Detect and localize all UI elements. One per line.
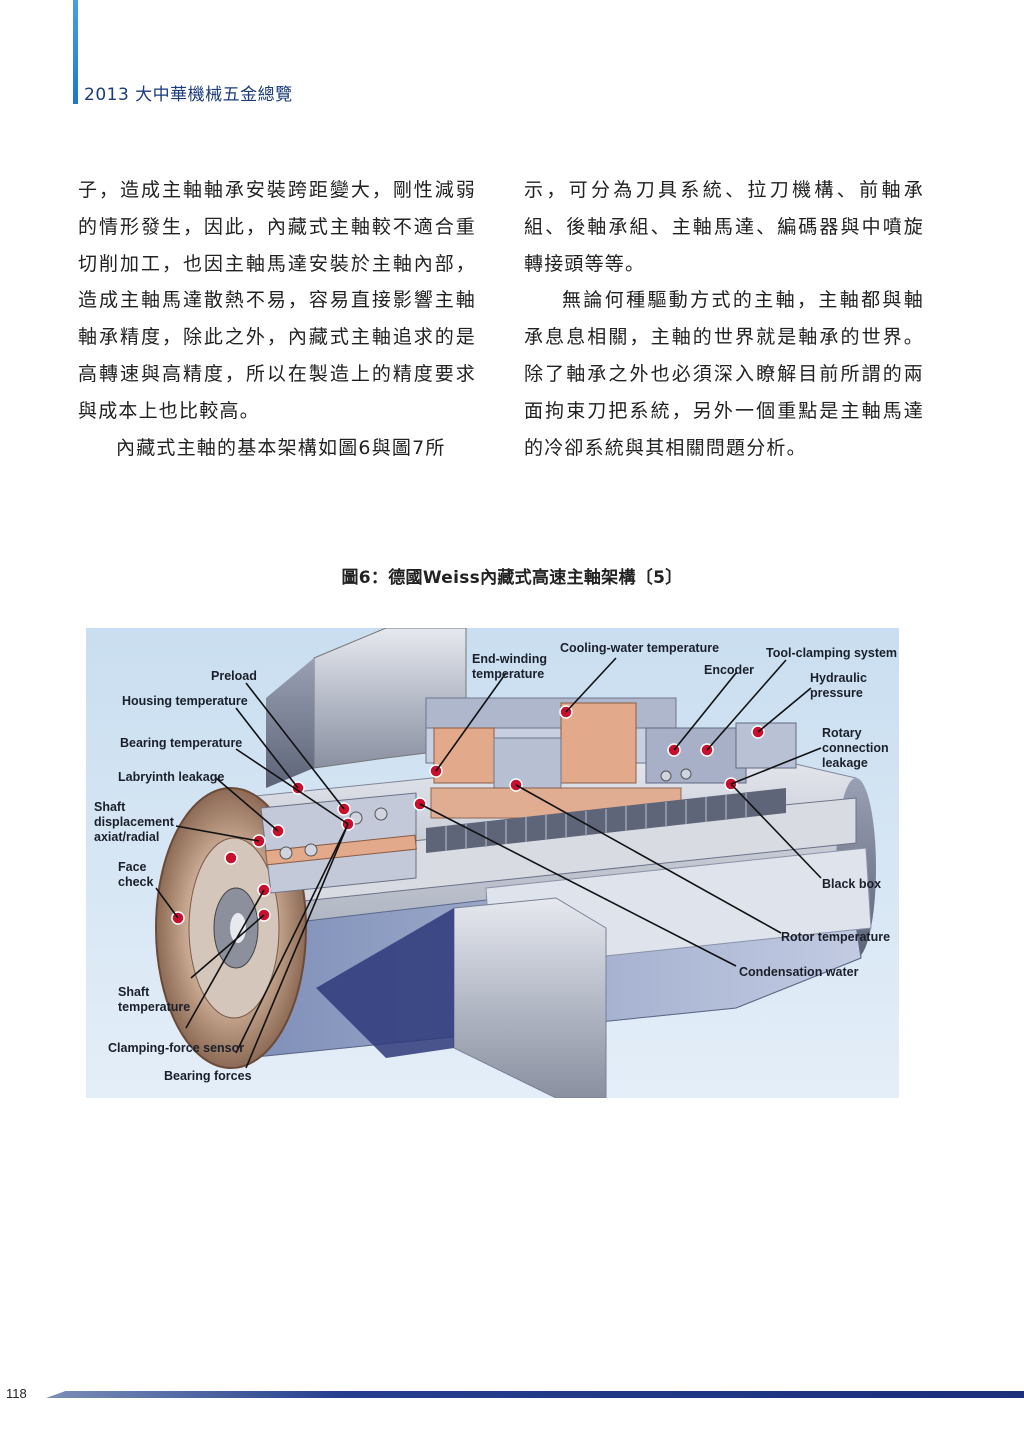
- page-number: 118: [6, 1386, 27, 1401]
- label-end-winding: temperature: [472, 667, 544, 681]
- article-column-right: 示，可分為刀具系統、拉刀機構、前軸承組、後軸承組、主軸馬達、編碼器與中噴旋轉接頭…: [524, 172, 924, 466]
- spindle-diagram: Preload Housing temperature Bearing temp…: [86, 628, 899, 1098]
- article-column-left: 子，造成主軸軸承安裝跨距變大，剛性減弱的情形發生，因此，內藏式主軸較不適合重切削…: [78, 172, 476, 466]
- label-cooling-water-temperature: Cooling-water temperature: [560, 641, 719, 655]
- bearing-balls: [279, 768, 692, 860]
- lamination-ribs: [445, 793, 747, 851]
- label-preload: Preload: [211, 669, 257, 683]
- label-shaft-temperature: Shaft: [118, 985, 150, 999]
- label-housing-temperature: Housing temperature: [122, 694, 248, 708]
- label-bearing-temperature: Bearing temperature: [120, 736, 242, 750]
- label-tool-clamping-system: Tool-clamping system: [766, 646, 897, 660]
- label-face-check: Face: [118, 860, 147, 874]
- paragraph: 無論何種驅動方式的主軸，主軸都與軸承息息相關，主軸的世界就是軸承的世界。除了軸承…: [524, 289, 924, 459]
- label-end-winding: End-winding: [472, 652, 547, 666]
- paragraph: 子，造成主軸軸承安裝跨距變大，剛性減弱的情形發生，因此，內藏式主軸較不適合重切削…: [78, 179, 476, 422]
- label-shaft-displacement: displacement: [94, 815, 175, 829]
- stator-core: [493, 737, 562, 789]
- housing-upper-row: [425, 697, 677, 729]
- label-face-check: check: [118, 875, 153, 889]
- label-condensation-water: Condensation water: [739, 965, 859, 979]
- footer-bar: [46, 1391, 1024, 1398]
- header-accent-bar: [73, 0, 78, 104]
- label-rotor-temperature: Rotor temperature: [781, 930, 890, 944]
- flange-shadow: [316, 908, 454, 1058]
- label-rotary-connection-leakage: leakage: [822, 756, 868, 770]
- label-hydraulic-pressure: Hydraulic: [810, 671, 867, 685]
- publication-title: 2013 大中華機械五金總覽: [84, 85, 293, 105]
- leader-lines: [155, 657, 822, 1069]
- label-encoder: Encoder: [704, 663, 754, 677]
- stator-winding-rear: [560, 702, 637, 784]
- label-black-box: Black box: [822, 877, 881, 891]
- label-clamping-force-sensor: Clamping-force sensor: [108, 1041, 244, 1055]
- label-rotary-connection-leakage: Rotary: [822, 726, 862, 740]
- figure-caption: 圖6：德國Weiss內藏式高速主軸架構〔5〕: [341, 568, 683, 588]
- label-shaft-temperature: temperature: [118, 1000, 190, 1014]
- label-bearing-forces: Bearing forces: [164, 1069, 252, 1083]
- stator-winding-front: [433, 727, 495, 784]
- label-rotary-connection-leakage: connection: [822, 741, 889, 755]
- label-shaft-displacement: Shaft: [94, 800, 126, 814]
- paragraph: 示，可分為刀具系統、拉刀機構、前軸承組、後軸承組、主軸馬達、編碼器與中噴旋轉接頭…: [524, 179, 924, 275]
- paragraph: 內藏式主軸的基本架構如圖6與圖7所: [116, 436, 446, 459]
- label-labyrinth-leakage: Labryinth leakage: [118, 770, 224, 784]
- label-hydraulic-pressure: pressure: [810, 686, 863, 700]
- label-shaft-displacement: axiat/radial: [94, 830, 159, 844]
- rotary-union-block: [735, 722, 797, 769]
- tool-bore: [230, 913, 246, 943]
